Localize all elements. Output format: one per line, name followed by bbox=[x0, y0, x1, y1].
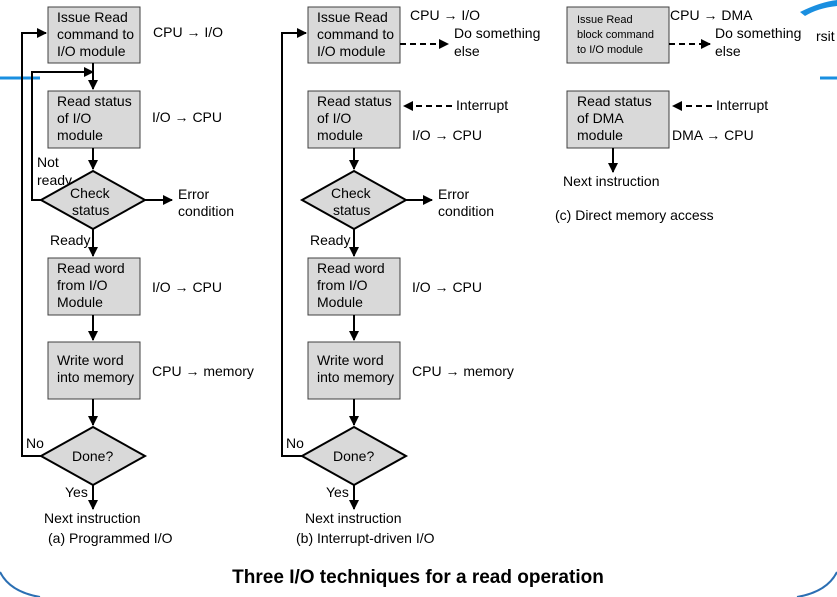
b-read-status-note: I/O → CPU bbox=[412, 127, 482, 143]
c-issue-read-box bbox=[566, 6, 670, 64]
b-interrupt-label: Interrupt bbox=[456, 97, 508, 113]
a-read-status-text: Read status of I/O module bbox=[57, 93, 136, 143]
a-check-status-text: Check status bbox=[70, 185, 114, 218]
a-no-label: No bbox=[26, 435, 44, 451]
a-issue-note: CPU → I/O bbox=[153, 24, 223, 40]
b-no-label: No bbox=[286, 435, 304, 451]
b-do-something-label: Do something else bbox=[454, 25, 544, 59]
a-issue-read-text: Issue Read command to I/O module bbox=[57, 9, 138, 59]
a-write-word-text: Write word into memory bbox=[57, 352, 134, 385]
a-no-loop bbox=[21, 28, 47, 457]
b-caption: (b) Interrupt-driven I/O bbox=[296, 530, 435, 546]
c-read-status-text: Read status of DMA module bbox=[577, 93, 656, 143]
a-read-word-text: Read word from I/O Module bbox=[57, 260, 129, 310]
a-not-ready-label: Not ready bbox=[37, 154, 72, 188]
slide-frame-left-curve bbox=[0, 571, 41, 597]
c-read-status-note: DMA → CPU bbox=[672, 127, 754, 143]
slide-frame-right-curve bbox=[796, 571, 837, 597]
a-next-instruction: Next instruction bbox=[44, 510, 140, 526]
a-read-word-note: I/O → CPU bbox=[152, 279, 222, 295]
b-write-word-box bbox=[307, 341, 401, 400]
c-do-something-label: Do something else bbox=[715, 25, 805, 59]
diagram-title: Three I/O techniques for a read operatio… bbox=[232, 567, 604, 588]
a-not-ready-loop bbox=[31, 67, 94, 201]
b-issue-read-box bbox=[307, 6, 401, 64]
flowchart-interrupt-driven-io: Issue Read command to I/O module CPU → I… bbox=[281, 6, 544, 546]
c-issue-note: CPU → DMA bbox=[670, 7, 753, 23]
b-write-word-text: Write word into memory bbox=[317, 352, 394, 385]
c-caption: (c) Direct memory access bbox=[555, 207, 714, 223]
a-error-label: Error condition bbox=[178, 186, 234, 219]
header-logo-swoosh bbox=[800, 0, 837, 16]
flowchart-direct-memory-access: Issue Read block command to I/O module C… bbox=[555, 6, 805, 223]
flowchart-programmed-io: Issue Read command to I/O module CPU → I… bbox=[21, 6, 254, 546]
b-yes-label: Yes bbox=[326, 484, 349, 500]
c-next-instruction: Next instruction bbox=[563, 173, 659, 189]
b-read-word-note: I/O → CPU bbox=[412, 279, 482, 295]
b-next-instruction: Next instruction bbox=[305, 510, 401, 526]
c-interrupt-label: Interrupt bbox=[716, 97, 768, 113]
b-read-status-box bbox=[307, 90, 401, 149]
b-ready-label: Ready bbox=[310, 232, 350, 248]
c-issue-read-text: Issue Read block command to I/O module bbox=[577, 14, 657, 56]
a-write-word-note: CPU → memory bbox=[152, 363, 254, 379]
b-issue-note: CPU → I/O bbox=[410, 7, 480, 23]
b-read-status-text: Read status of I/O module bbox=[317, 93, 396, 143]
b-read-word-text: Read word from I/O Module bbox=[317, 260, 389, 310]
c-read-status-box bbox=[566, 90, 670, 149]
a-write-word-box bbox=[47, 341, 141, 400]
a-read-status-box bbox=[47, 90, 141, 149]
header-fragment-text: rsit bbox=[816, 28, 835, 44]
a-issue-read-box bbox=[47, 6, 141, 64]
b-read-word-box bbox=[307, 257, 401, 316]
a-done-text: Done? bbox=[72, 448, 113, 464]
b-check-status-text: Check status bbox=[331, 185, 375, 218]
b-error-label: Error condition bbox=[438, 186, 494, 219]
b-write-word-note: CPU → memory bbox=[412, 363, 514, 379]
a-read-word-box bbox=[47, 257, 141, 316]
a-caption: (a) Programmed I/O bbox=[48, 530, 173, 546]
b-no-loop bbox=[281, 28, 307, 457]
a-read-status-note: I/O → CPU bbox=[152, 109, 222, 125]
a-yes-label: Yes bbox=[65, 484, 88, 500]
a-ready-label: Ready bbox=[50, 232, 90, 248]
b-done-text: Done? bbox=[333, 448, 374, 464]
b-issue-read-text: Issue Read command to I/O module bbox=[317, 9, 398, 59]
